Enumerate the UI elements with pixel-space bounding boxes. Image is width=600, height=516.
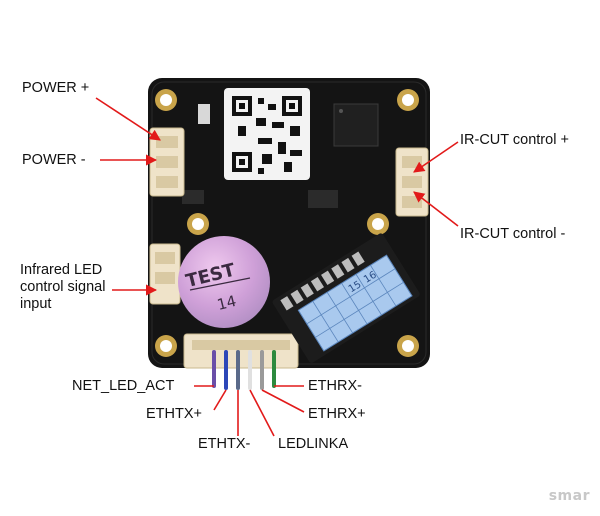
small-component bbox=[198, 104, 210, 124]
mounting-hole bbox=[187, 213, 209, 235]
ethernet-wires bbox=[212, 350, 276, 390]
pcb-board: 15 16 TEST 14 bbox=[148, 78, 430, 369]
callout-arrows bbox=[95, 97, 459, 437]
mounting-hole bbox=[397, 335, 419, 357]
ircut-connector bbox=[395, 147, 429, 217]
label-ethtx-plus: ETHTX+ bbox=[146, 406, 202, 422]
test-sticker: TEST 14 bbox=[178, 236, 270, 328]
arrow-ethrx-plus bbox=[261, 389, 305, 413]
label-power-plus: POWER + bbox=[22, 80, 90, 96]
label-ircut-minus: IR-CUT control - bbox=[460, 226, 566, 242]
label-net-led-act: NET_LED_ACT bbox=[72, 378, 175, 394]
small-component bbox=[182, 190, 204, 204]
arrow-ircut-plus bbox=[413, 141, 459, 173]
arrow-ledlinka bbox=[249, 389, 275, 437]
mounting-hole bbox=[397, 89, 419, 111]
power-connector bbox=[149, 127, 185, 197]
label-ledlinka: LEDLINKA bbox=[278, 436, 349, 452]
qr-code bbox=[224, 88, 310, 180]
arrow-ethtx-plus bbox=[213, 389, 227, 411]
small-component bbox=[308, 190, 338, 208]
label-ethtx-minus: ETHTX- bbox=[198, 436, 251, 452]
label-power-minus: POWER - bbox=[22, 152, 86, 168]
label-ethrx-plus: ETHRX+ bbox=[308, 406, 366, 422]
mounting-hole bbox=[155, 89, 177, 111]
label-ethrx-minus: ETHRX- bbox=[308, 378, 362, 394]
mounting-hole bbox=[367, 213, 389, 235]
mounting-hole bbox=[155, 335, 177, 357]
arrow-power-plus bbox=[95, 97, 161, 141]
label-infrared-led: Infrared LED control signal input bbox=[20, 262, 106, 312]
ethernet-connector bbox=[183, 333, 299, 369]
watermark-logo: smar bbox=[548, 488, 590, 504]
chip-with-label: 15 16 bbox=[272, 233, 420, 363]
label-ircut-plus: IR-CUT control + bbox=[460, 132, 569, 148]
main-chip bbox=[333, 103, 379, 147]
sticker-number: 14 bbox=[215, 292, 238, 314]
infrared-led-connector bbox=[149, 243, 181, 305]
arrow-ircut-minus bbox=[413, 191, 459, 227]
